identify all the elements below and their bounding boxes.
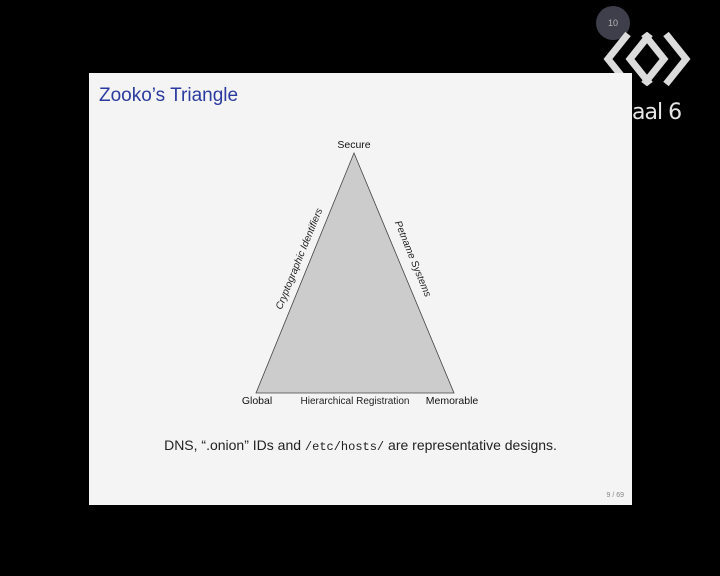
slide-caption: DNS, “.onion” IDs and /etc/hosts/ are re…	[89, 437, 632, 454]
presentation-slide: Zooko’s Triangle Secure Global Memorable…	[89, 73, 632, 505]
caption-text-start: DNS, “.onion” IDs and	[164, 437, 305, 453]
vertex-memorable: Memorable	[426, 395, 479, 407]
caption-code: /etc/hosts/	[304, 440, 385, 454]
hall-label: aal 6	[632, 100, 682, 125]
vertex-global: Global	[242, 395, 272, 407]
caption-text-end: are representative designs.	[384, 437, 557, 453]
edge-label-bottom: Hierarchical Registration	[301, 396, 410, 407]
session-timer: 10	[596, 6, 630, 40]
vertex-secure: Secure	[337, 139, 370, 151]
zookos-triangle-diagram: Secure Global Memorable Cryptographic Id…	[242, 139, 479, 407]
page-number: 9 / 69	[606, 492, 624, 499]
slide-title: Zooko’s Triangle	[99, 85, 239, 106]
timer-value: 10	[607, 18, 618, 28]
triangle-shape	[255, 151, 455, 394]
